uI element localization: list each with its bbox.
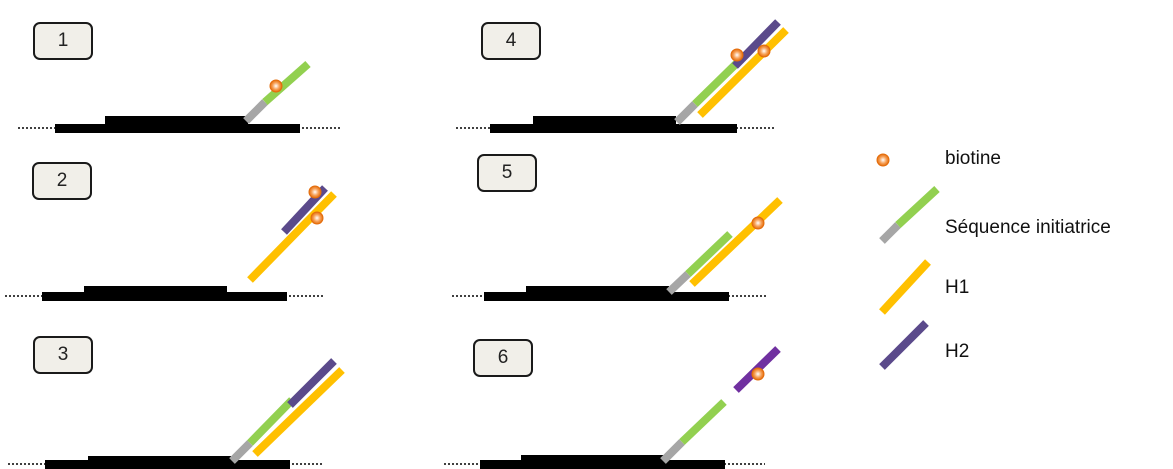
initiator-gray-segment [229,440,253,464]
panel-step-4 [456,19,789,133]
biotin-icon [730,48,744,62]
initiator-green-segment [247,397,295,446]
panel-step-1 [18,61,340,133]
dna-track-raised [88,456,231,462]
h1-strand [697,27,789,118]
h1-strand [247,191,337,283]
dna-track-raised [533,116,676,125]
initiator-gray-segment [666,271,691,295]
biotin-icon [757,44,771,58]
step-badge-1: 1 [33,22,93,60]
dna-track-raised [521,455,664,462]
initiator-gray-segment [674,101,698,125]
biotin-icon [751,216,765,230]
biotin-icon [269,79,283,93]
dna-track-raised [105,116,248,125]
h1-strand [252,367,345,457]
panel-step-3 [8,358,345,469]
biotin-icon [308,185,322,199]
biotin-icon [876,153,890,167]
dna-track [55,124,300,133]
dna-track [45,460,290,469]
panel-step-6 [444,346,781,469]
h2-strand [287,358,337,408]
h2-strand-icon [879,320,929,370]
step-badge-2: 2 [32,162,92,200]
biotin-icon [751,367,765,381]
dna-track [480,460,725,469]
dna-track [42,292,287,301]
legend-label-h2: H2 [945,341,970,362]
step-badge-5: 5 [477,154,537,192]
dna-track-raised [84,286,227,294]
h1-strand [689,197,783,287]
dna-track [484,292,729,301]
initiator-green-segment [685,231,733,277]
panel-step-5 [452,197,783,301]
initiator-sequence-icon [879,186,940,244]
panel-step-2 [5,185,337,301]
initiator-gray-segment [243,99,268,124]
step-badge-3: 3 [33,336,93,374]
legend [876,153,940,370]
legend-label-h1: H1 [945,277,970,298]
dna-track [490,124,737,133]
legend-label-initiator: Séquence initiatrice [945,217,1111,238]
initiator-gray-segment [660,439,685,464]
initiator-green-segment [679,399,727,445]
legend-label-biotin: biotine [945,148,1001,169]
initiator-green-segment [262,61,311,105]
dna-track-raised [526,286,669,294]
biotin-icon [310,211,324,225]
step-badge-6: 6 [473,339,533,377]
h1-strand-icon [879,259,931,315]
step-badge-4: 4 [481,22,541,60]
initiator-green-segment [692,57,743,107]
